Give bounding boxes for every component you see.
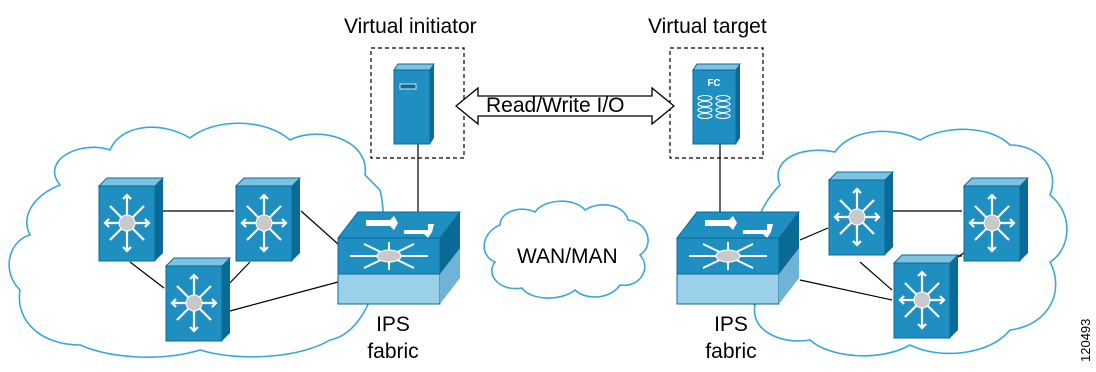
target-badge-text: FC xyxy=(707,78,720,89)
fc-storage-icon: FC xyxy=(692,63,741,145)
director-switch-icon xyxy=(234,176,302,263)
wan-man-label: WAN/MAN xyxy=(517,245,618,268)
wan-cloud-icon xyxy=(483,200,649,299)
figure-id-label: 120493 xyxy=(1078,318,1093,362)
director-switch-icon xyxy=(97,176,165,263)
server-icon xyxy=(393,63,435,145)
virtual-target-label: Virtual target xyxy=(648,15,767,38)
read-write-io-label: Read/Write I/O xyxy=(486,94,625,117)
ips-right-label: IPS xyxy=(714,313,748,336)
director-switch-icon xyxy=(827,170,895,257)
director-switch-icon xyxy=(962,176,1030,263)
director-switch-icon xyxy=(164,256,232,343)
fabric-right-label: fabric xyxy=(705,340,757,363)
director-switch-icon xyxy=(892,253,960,340)
fabric-left-label: fabric xyxy=(367,340,419,363)
virtual-initiator-label: Virtual initiator xyxy=(344,15,477,38)
multilayer-switch-icon xyxy=(337,211,461,305)
multilayer-switch-icon xyxy=(676,211,800,305)
double-arrow-icon xyxy=(454,86,676,126)
ips-left-label: IPS xyxy=(376,313,410,336)
